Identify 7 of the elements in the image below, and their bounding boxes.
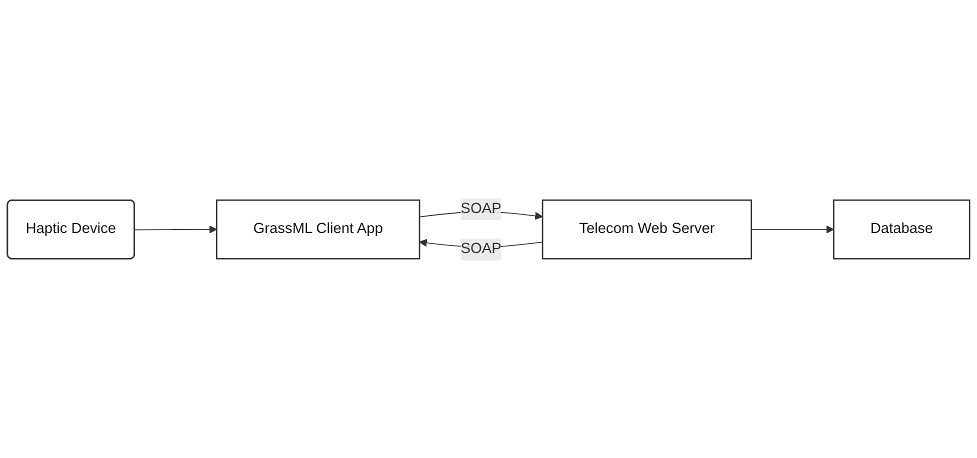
arrow xyxy=(134,224,218,234)
node-box: GrassML Client App xyxy=(216,199,420,259)
arrow xyxy=(750,224,834,234)
node-box: Database xyxy=(833,199,970,259)
edge-label: SOAP xyxy=(460,200,502,216)
edge-label: SOAP xyxy=(460,240,502,256)
node-box: Telecom Web Server xyxy=(542,199,752,259)
